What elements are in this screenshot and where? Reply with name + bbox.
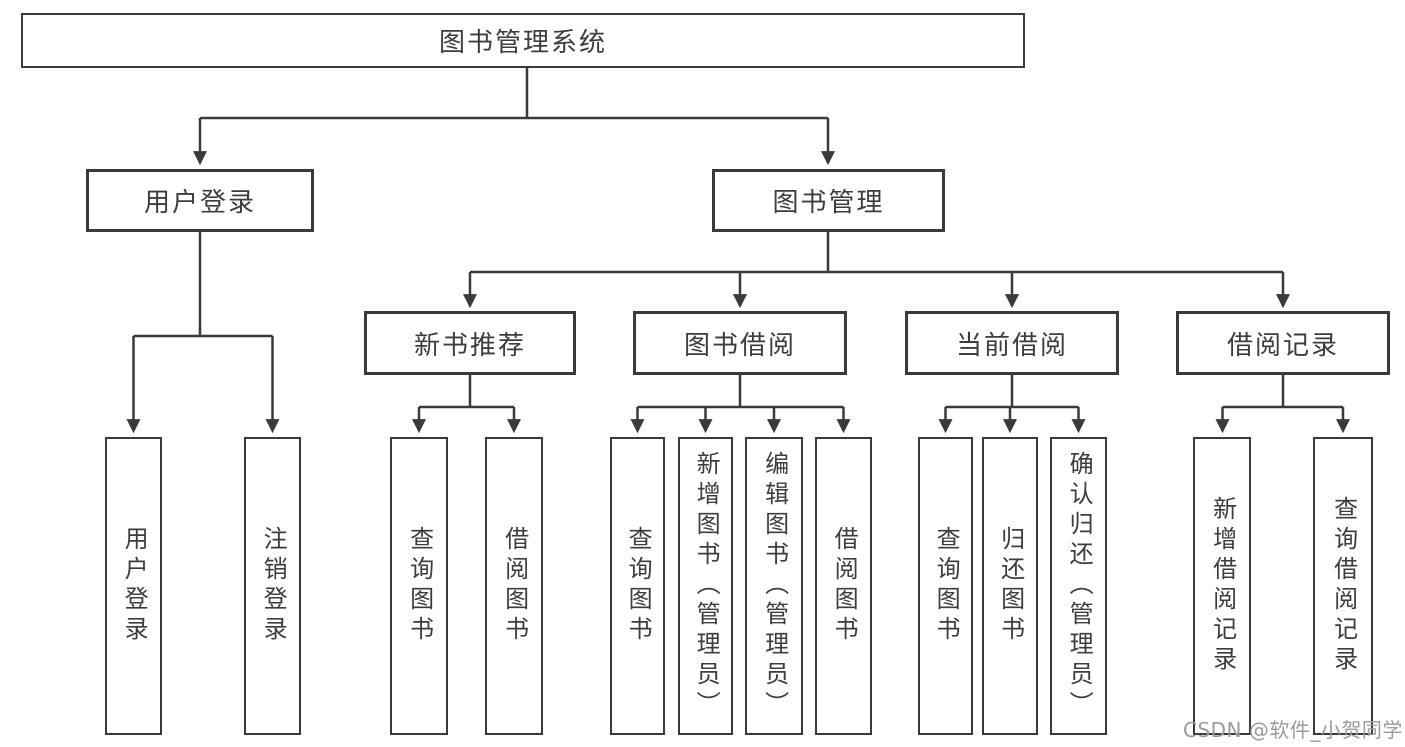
node-label: 图书管理系统 — [438, 28, 607, 58]
node-add-book-admin: 新增图书（管理员） — [678, 437, 733, 735]
node-label: 借阅图书 — [830, 526, 859, 646]
node-book-borrow: 图书借阅 — [633, 311, 847, 375]
node-label: 借阅图书 — [500, 526, 529, 646]
node-borrow-books-recommend: 借阅图书 — [485, 437, 543, 735]
node-label: 当前借阅 — [955, 330, 1068, 361]
node-logout: 注销登录 — [244, 437, 301, 735]
node-current-borrow: 当前借阅 — [905, 311, 1119, 375]
node-book-management: 图书管理 — [712, 169, 945, 232]
node-library-system: 图书管理系统 — [21, 13, 1025, 68]
node-user-login: 用户登录 — [105, 437, 162, 735]
node-label: 图书借阅 — [683, 330, 796, 361]
node-user-login-branch: 用户登录 — [86, 169, 314, 232]
node-label: 查询图书 — [932, 526, 961, 646]
node-query-borrow-record: 查询借阅记录 — [1313, 437, 1373, 735]
node-add-borrow-record: 新增借阅记录 — [1193, 437, 1251, 735]
node-label: 查询借阅记录 — [1329, 496, 1358, 676]
node-borrow-books: 借阅图书 — [815, 437, 872, 735]
node-label: 用户登录 — [143, 188, 256, 218]
node-return-books: 归还图书 — [982, 437, 1038, 735]
node-label: 归还图书 — [996, 526, 1025, 646]
node-query-books-borrow: 查询图书 — [610, 437, 665, 735]
node-label: 查询图书 — [405, 526, 434, 646]
node-edit-book-admin: 编辑图书（管理员） — [745, 437, 803, 735]
node-label: 图书管理 — [772, 188, 885, 218]
node-label: 确认归还（管理员） — [1065, 451, 1094, 721]
node-label: 编辑图书（管理员） — [760, 451, 789, 721]
node-label: 用户登录 — [120, 526, 149, 646]
node-label: 注销登录 — [259, 526, 288, 646]
node-label: 新增借阅记录 — [1208, 496, 1237, 676]
csdn-watermark: CSDN @软件_小贺同学 — [1183, 718, 1403, 742]
node-borrow-records: 借阅记录 — [1176, 311, 1390, 375]
node-query-books-recommend: 查询图书 — [390, 437, 448, 735]
node-new-book-recommend: 新书推荐 — [364, 311, 576, 375]
node-label: 借阅记录 — [1226, 330, 1339, 361]
node-label: 新书推荐 — [413, 330, 526, 361]
node-label: 新增图书（管理员） — [692, 451, 721, 721]
node-confirm-return-admin: 确认归还（管理员） — [1050, 437, 1107, 735]
node-query-books-current: 查询图书 — [918, 437, 973, 735]
node-label: 查询图书 — [624, 526, 653, 646]
